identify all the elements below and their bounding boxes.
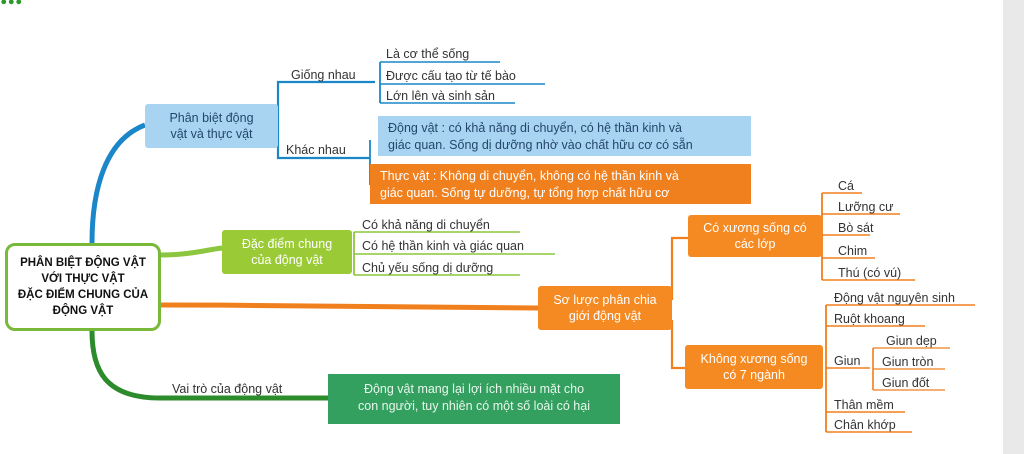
label-giun: Giun [834, 354, 861, 368]
leaf-giun-tron: Giun tròn [882, 355, 934, 369]
desc-line: Động vật mang lại lợi ích nhiều mặt cho [363, 382, 585, 396]
node-label-line: Có xương sống có [703, 221, 807, 235]
leaf-chim: Chim [838, 244, 868, 258]
node-label-line: Sơ lược phân chia [553, 293, 657, 307]
root-line: ĐỘNG VẬT [52, 305, 114, 317]
desc-line: con người, tuy nhiên có một số loài có h… [358, 399, 590, 413]
node-co-xuong-song[interactable]: Có xương sống có các lớp [688, 215, 822, 257]
node-label-line: của động vật [251, 253, 323, 267]
leaf-giong-3: Lớn lên và sinh sản [386, 89, 495, 103]
leaf-giong-2: Được cấu tạo từ tế bào [386, 69, 516, 83]
leaf-giong-1: Là cơ thể sống [386, 47, 470, 61]
node-dac-diem-chung[interactable]: Đặc điểm chung của động vật [222, 230, 352, 274]
desc-thuc-vat[interactable]: Thực vật : Không di chuyển, không có hệ … [370, 164, 751, 204]
root-node[interactable]: PHÂN BIỆT ĐỘNG VẬT VỚI THỰC VẬT ĐẶC ĐIỂM… [5, 243, 161, 331]
leaf-dac-diem-1: Có khả năng di chuyển [362, 218, 490, 232]
node-label-line: giới động vật [568, 309, 642, 323]
label-giong-nhau: Giống nhau [291, 68, 356, 82]
node-label-line: có 7 ngành [723, 368, 785, 382]
node-phan-biet[interactable]: Phân biệt động vật và thực vật [145, 104, 278, 148]
label-khac-nhau: Khác nhau [286, 143, 346, 157]
node-label-line: Đặc điểm chung [241, 237, 333, 251]
desc-line: Thực vật : Không di chuyển, không có hệ … [380, 169, 679, 183]
desc-vai-tro[interactable]: Động vật mang lại lợi ích nhiều mặt cho … [328, 374, 620, 424]
desc-line: Động vật : có khả năng di chuyển, có hệ … [388, 121, 682, 135]
window-scrollbar[interactable] [1003, 0, 1024, 454]
leaf-chan-khop: Chân khớp [834, 418, 896, 432]
root-line: VỚI THỰC VẬT [41, 273, 125, 285]
desc-line: giác quan. Sống tự dưỡng, tự tổng hợp ch… [380, 186, 670, 200]
node-khong-xuong-song[interactable]: Không xương sống có 7 ngành [685, 345, 823, 389]
page-title: ... [0, 0, 1000, 12]
label-vai-tro: Vai trò của động vật [172, 382, 283, 396]
leaf-bo-sat: Bò sát [838, 221, 874, 235]
node-label-line: vật và thực vật [170, 127, 253, 141]
desc-dong-vat[interactable]: Động vật : có khả năng di chuyển, có hệ … [378, 116, 751, 156]
leaf-giun-dot: Giun đốt [882, 376, 930, 390]
leaf-ruot-khoang: Ruột khoang [834, 312, 905, 326]
leaf-ca: Cá [838, 179, 854, 193]
root-line: PHÂN BIỆT ĐỘNG VẬT [20, 257, 146, 269]
node-label-line: Không xương sống [700, 352, 808, 366]
leaf-luong-cu: Lưỡng cư [838, 200, 894, 214]
node-label-line: các lớp [734, 237, 776, 251]
leaf-dac-diem-2: Có hệ thần kinh và giác quan [362, 239, 524, 253]
leaf-dac-diem-3: Chủ yếu sống dị dưỡng [362, 261, 494, 275]
node-label-line: Phân biệt động [169, 111, 254, 125]
leaf-nguyen-sinh: Động vật nguyên sinh [834, 291, 955, 305]
desc-line: giác quan. Sống dị dưỡng nhờ vào chất hữ… [388, 138, 693, 152]
leaf-giun-dep: Giun dẹp [886, 334, 937, 348]
root-line: ĐẶC ĐIỂM CHUNG CỦA [17, 289, 149, 301]
leaf-than-mem: Thân mềm [834, 398, 894, 412]
leaf-thu: Thú (có vú) [838, 266, 902, 280]
node-so-luoc[interactable]: Sơ lược phân chia giới động vật [538, 286, 672, 330]
